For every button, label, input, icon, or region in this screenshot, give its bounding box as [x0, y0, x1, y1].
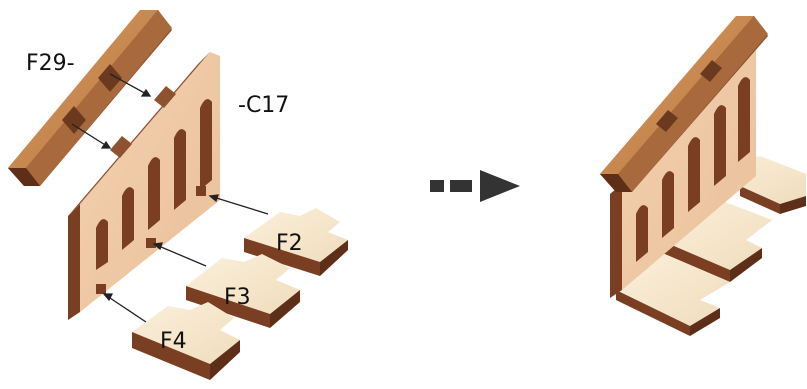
assembled-view	[600, 16, 806, 336]
label-top-beam: F29-	[26, 51, 75, 76]
label-floor-upper: F2	[276, 231, 303, 256]
label-floor-middle: F3	[224, 285, 251, 310]
label-wall: -C17	[238, 93, 289, 118]
label-floor-lower: F4	[160, 329, 187, 354]
dashed-right-arrow-icon	[430, 170, 520, 202]
exploded-view: F29- -C17 F2 F3 F4	[8, 10, 348, 380]
